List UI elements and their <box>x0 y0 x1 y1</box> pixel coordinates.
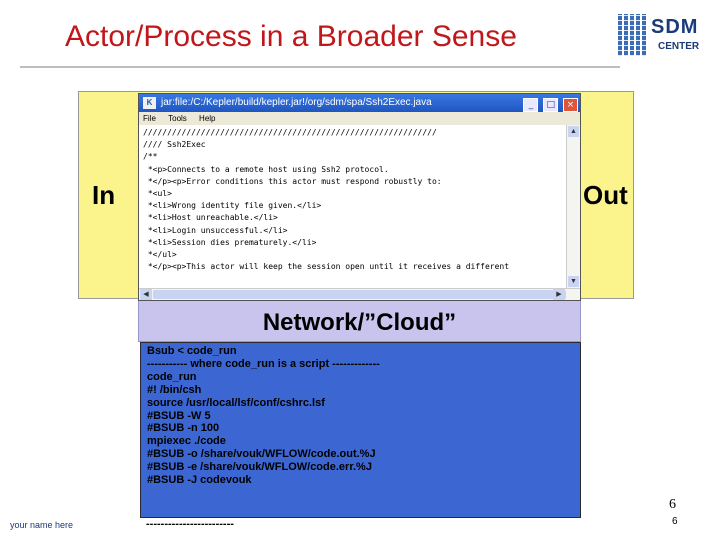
script-line: #BSUB -o /share/vouk/WFLOW/code.out.%J <box>147 448 376 461</box>
maximize-button[interactable]: □ <box>543 98 559 112</box>
script-line: #BSUB -e /share/vouk/WFLOW/code.err.%J <box>147 461 372 474</box>
script-line: code_run <box>147 370 197 383</box>
source-viewer-window[interactable]: K jar:file:/C:/Kepler/build/kepler.jar!/… <box>138 93 581 301</box>
scroll-right-icon[interactable]: ▶ <box>553 289 565 300</box>
code-line: *</ul> <box>143 250 177 260</box>
vertical-scrollbar[interactable]: ▲ ▼ <box>566 125 580 288</box>
footer-presenter-name: your name here <box>10 520 74 530</box>
scroll-left-icon[interactable]: ◀ <box>140 289 152 300</box>
code-text-area[interactable]: ////////////////////////////////////////… <box>139 125 566 288</box>
code-line: *<li>Wrong identity file given.</li> <box>143 201 322 211</box>
script-line: ----------- where code_run is a script -… <box>147 357 380 370</box>
network-cloud-box: Network/”Cloud” <box>138 300 581 342</box>
script-line: #BSUB -n 100 <box>147 422 220 435</box>
script-line: #BSUB -J codevouk <box>147 474 252 487</box>
code-line: //// Ssh2Exec <box>143 140 206 150</box>
horizontal-scroll-thumb[interactable] <box>153 290 566 299</box>
code-line: /** <box>143 152 158 162</box>
menu-bar: File Tools Help <box>139 112 580 125</box>
window-controls: _ □ × <box>521 96 578 112</box>
window-titlebar[interactable]: K jar:file:/C:/Kepler/build/kepler.jar!/… <box>139 94 580 112</box>
code-line: *</p><p>This actor will keep the session… <box>143 262 510 272</box>
code-line: *<li>Session dies prematurely.</li> <box>143 237 317 247</box>
code-line: *<p>Connects to a remote host using Ssh2… <box>143 164 389 174</box>
job-script-box: Bsub < code_run ----------- where code_r… <box>140 342 581 518</box>
scroll-down-icon[interactable]: ▼ <box>568 276 579 287</box>
script-line: Bsub < code_run <box>147 345 237 357</box>
logo-text-bottom: CENTER <box>658 41 700 52</box>
scroll-up-icon[interactable]: ▲ <box>568 126 579 137</box>
network-label: Network/”Cloud” <box>262 309 457 336</box>
menu-tools[interactable]: Tools <box>168 114 187 123</box>
menu-file[interactable]: File <box>143 114 156 123</box>
code-line: *<li>Host unreachable.</li> <box>143 213 278 223</box>
title-divider <box>20 66 620 68</box>
page-number: 6 <box>669 497 676 512</box>
horizontal-scrollbar[interactable]: ◀ ▶ <box>139 288 580 300</box>
minimize-button[interactable]: _ <box>523 98 539 112</box>
code-line: ////////////////////////////////////////… <box>143 128 437 137</box>
in-label: In <box>92 180 116 210</box>
slide-title: Actor/Process in a Broader Sense <box>65 20 517 53</box>
grid-logo-icon <box>618 14 648 56</box>
code-line: *<ul> <box>143 189 172 199</box>
page-number-small: 6 <box>672 516 678 527</box>
code-line: *<li>Login unsuccessful.</li> <box>143 225 288 235</box>
script-trailing-dashes: ------------------------ <box>146 518 234 530</box>
java-app-icon: K <box>143 97 156 109</box>
script-line: #BSUB -W 5 <box>147 409 211 422</box>
out-label: Out <box>583 180 628 210</box>
sdm-center-logo: SDM CENTER <box>618 10 710 62</box>
code-line: *</p><p>Error conditions this actor must… <box>143 176 442 186</box>
script-line: source /usr/local/lsf/conf/cshrc.lsf <box>147 396 325 409</box>
window-title: jar:file:/C:/Kepler/build/kepler.jar!/or… <box>161 97 432 108</box>
script-line: mpiexec ./code <box>147 435 226 448</box>
menu-help[interactable]: Help <box>199 114 216 123</box>
script-line: #! /bin/csh <box>147 383 202 396</box>
close-button[interactable]: × <box>563 98 578 112</box>
logo-text-top: SDM <box>651 16 699 38</box>
